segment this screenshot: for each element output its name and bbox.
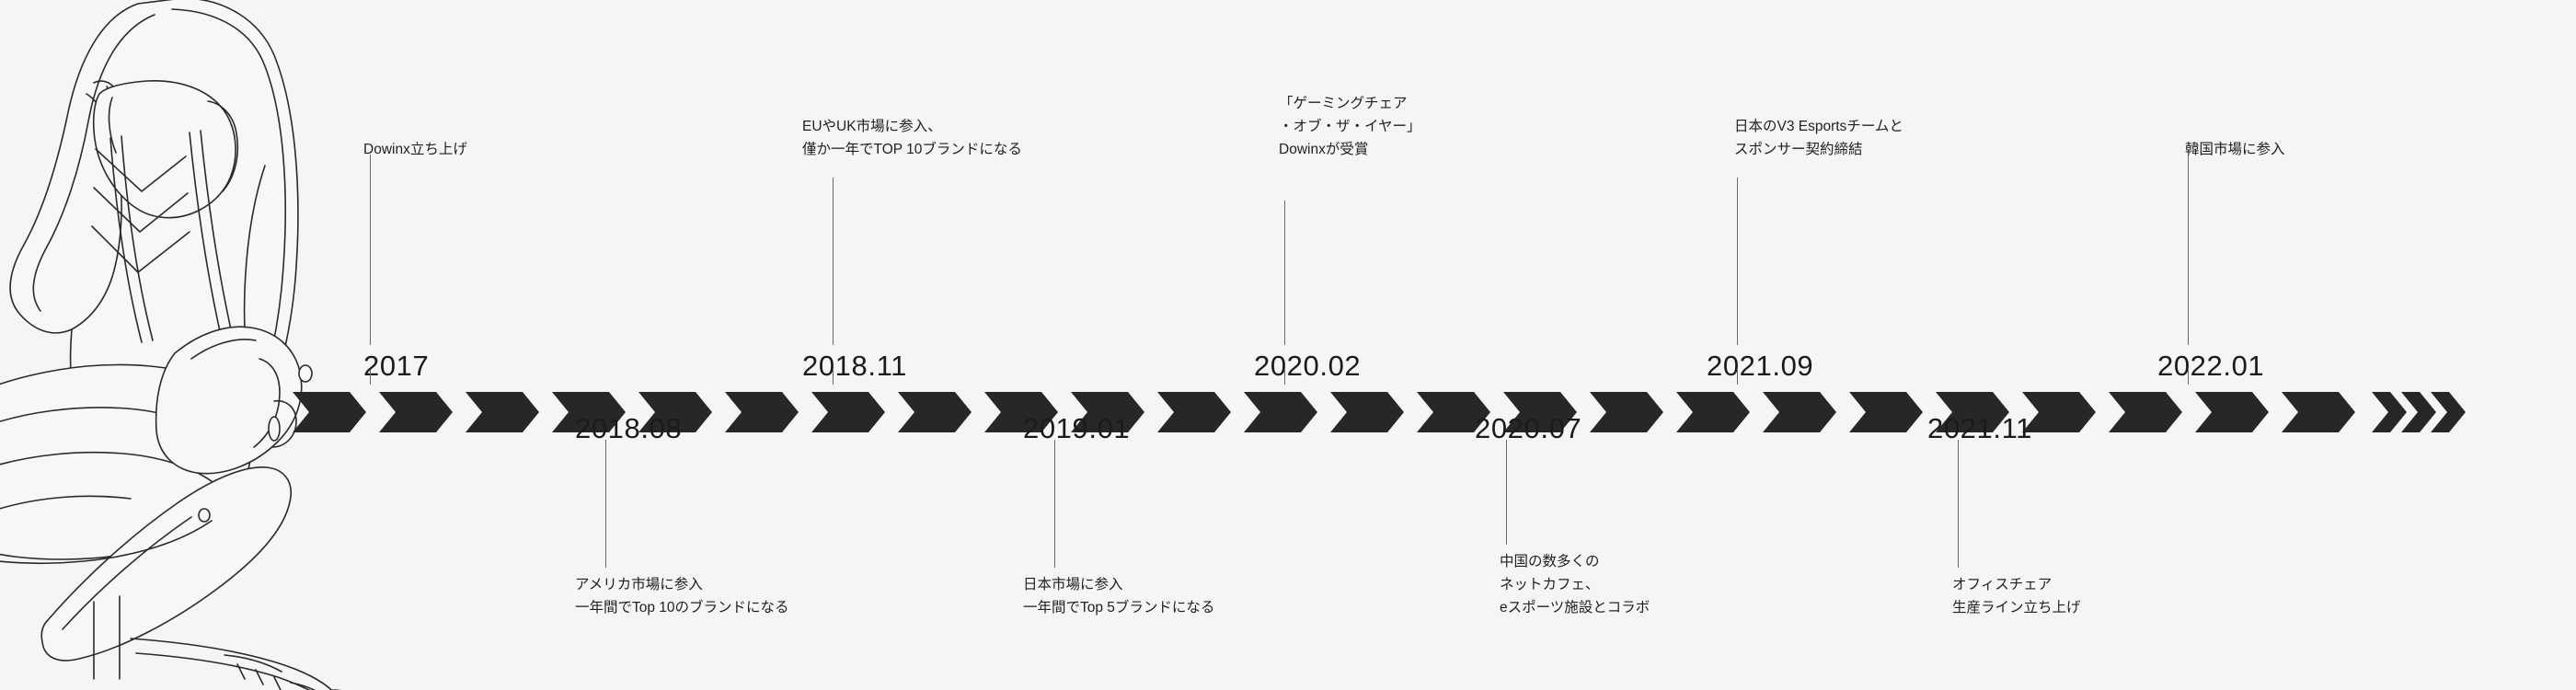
milestone-year-label: 2020.02 [1254,350,1362,382]
milestone-note-line: EUやUK市場に参入、 [802,119,942,134]
milestone-year-label: 2022.01 [2157,350,2265,382]
milestone-connector-line [1506,449,1507,545]
milestone-year-label: 2021.09 [1707,350,1814,382]
milestone-note-line: 中国の数多くの [1500,554,1600,569]
milestone-note-line: 一年間でTop 10のブランドになる [575,600,789,615]
milestone-bar-tick [1506,440,1507,454]
milestone-bar-tick [370,370,371,385]
milestone-bar-tick [1737,370,1738,385]
milestone-note: EUやUK市場に参入、僅か一年でTOP 10ブランドになる [802,115,1022,161]
milestone-year-label: 2018.08 [575,412,683,444]
milestone-note-line: Dowinxが受賞 [1279,142,1369,157]
milestone-note-line: ネットカフェ、 [1500,577,1600,592]
milestone-bar-tick [1284,370,1285,385]
milestone-connector-line [1737,178,1738,345]
milestone-year-label: 2020.07 [1475,412,1582,444]
milestone-connector-line [605,449,606,568]
milestone-note-line: アメリカ市場に参入 [575,577,703,592]
gaming-chair-illustration [0,0,379,690]
milestone-note: 「ゲーミングチェア・オブ・ザ・イヤー」 Dowinxが受賞 [1279,92,1421,161]
milestone-note-line: 日本のV3 Esportsチームと [1734,119,1903,134]
milestone-bar-tick [1054,440,1055,454]
milestone-bar-tick [833,370,834,385]
milestone-note-line: ・オブ・ザ・イヤー」 [1279,119,1421,134]
milestone-connector-line [833,178,834,345]
milestone-note-line: スポンサー契約締結 [1734,142,1863,157]
milestone-connector-line [370,155,371,345]
milestone-note: 中国の数多くのネットカフェ、 eスポーツ施設とコラボ [1500,550,1650,619]
timeline-arrow-bar [0,385,2576,440]
milestone-note-line: 僅か一年でTOP 10ブランドになる [802,142,1022,157]
milestone-note-line: Dowinx立ち上げ [363,142,467,157]
milestone-year-label: 2021.11 [1927,412,2032,444]
milestone-note: オフィスチェア生産ライン立ち上げ [1952,573,2081,619]
milestone-note: アメリカ市場に参入一年間でTop 10のブランドになる [575,573,789,619]
milestone-connector-line [2188,155,2189,345]
milestone-bar-tick [2188,370,2189,385]
milestone-year-label: 2017 [363,350,430,382]
milestone-connector-line [1054,449,1055,568]
milestone-note: 韓国市場に参入 [2185,138,2285,161]
milestone-connector-line [1284,201,1285,345]
milestone-note-line: 日本市場に参入 [1023,577,1123,592]
milestone-note: 日本市場に参入一年間でTop 5ブランドになる [1023,573,1214,619]
milestone-note: Dowinx立ち上げ [363,138,467,161]
milestone-connector-line [1958,449,1959,568]
milestone-note: 日本のV3 Esportsチームとスポンサー契約締結 [1734,115,1903,161]
milestone-bar-tick [1958,440,1959,454]
milestone-note-line: eスポーツ施設とコラボ [1500,600,1650,615]
milestone-year-label: 2019.01 [1023,412,1131,444]
milestone-bar-tick [605,440,606,454]
milestone-note-line: 一年間でTop 5ブランドになる [1023,600,1215,615]
milestone-note-line: オフィスチェア [1952,577,2053,592]
milestone-note-line: 「ゲーミングチェア [1279,96,1408,111]
milestone-year-label: 2018.11 [802,350,907,382]
milestone-note-line: 生産ライン立ち上げ [1952,600,2081,615]
milestone-note-line: 韓国市場に参入 [2185,142,2285,157]
